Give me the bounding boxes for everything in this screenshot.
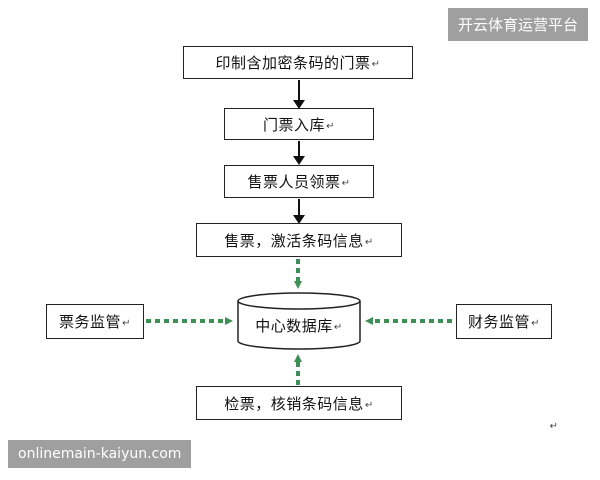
central-database-cylinder [237, 292, 361, 350]
finance-supervision-box: 财务监管↵ [456, 304, 552, 339]
paragraph-mark-icon: ↵ [341, 178, 351, 189]
paragraph-mark-icon: ↵ [371, 59, 381, 70]
step-tickets-storage: 门票入库↵ [224, 108, 374, 140]
ticket-supervision-label: 票务监管 [59, 313, 122, 331]
step-print-tickets: 印制含加密条码的门票↵ [183, 46, 413, 79]
arrow-3-down-icon [293, 199, 305, 224]
paragraph-mark-icon: ↵ [549, 421, 558, 432]
paragraph-mark-icon: ↵ [333, 321, 343, 333]
ticket-supervision-box: 票务监管↵ [46, 304, 144, 339]
step-seller-receives-label: 售票人员领票 [247, 173, 341, 191]
paragraph-mark-icon: ↵ [122, 318, 131, 329]
step-sell-activate: 售票，激活条码信息↵ [196, 223, 402, 257]
step-print-tickets-label: 印制含加密条码的门票 [215, 54, 371, 72]
finance-supervision-label: 财务监管 [468, 313, 531, 331]
step-check-verify-label: 检票，核销条码信息 [224, 394, 364, 413]
step-seller-receives: 售票人员领票↵ [224, 165, 374, 198]
paragraph-mark-icon: ↵ [364, 399, 374, 411]
central-database-text: 中心数据库 [255, 316, 333, 335]
arrow-1-down-icon [293, 80, 305, 109]
arrow-2-down-icon [293, 141, 305, 165]
paragraph-mark-icon: ↵ [364, 236, 374, 248]
step-check-verify: 检票，核销条码信息↵ [196, 386, 402, 420]
top-right-watermark: 开云体育运营平台 [447, 8, 588, 41]
step-tickets-storage-label: 门票入库 [263, 115, 326, 134]
paragraph-mark-icon: ↵ [531, 318, 540, 329]
central-database-label: 中心数据库↵ [238, 305, 360, 345]
bottom-left-watermark: onlinemain-kaiyun.com [8, 440, 192, 468]
paragraph-mark-icon: ↵ [326, 120, 335, 132]
step-sell-activate-label: 售票，激活条码信息 [224, 231, 364, 250]
